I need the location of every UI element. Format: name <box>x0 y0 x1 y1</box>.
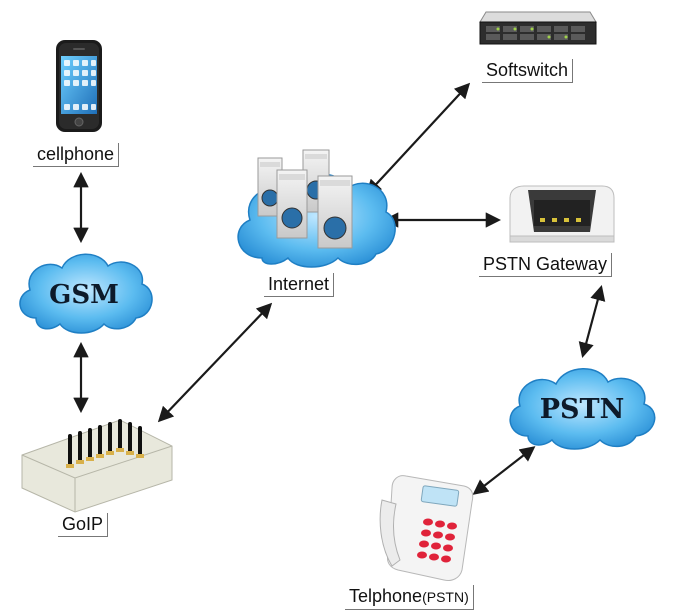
softswitch-label: Softswitch <box>482 59 574 83</box>
arrow-pstn-gateway-pstn <box>578 285 606 358</box>
cellphone-label: cellphone <box>33 143 120 167</box>
connections <box>73 82 606 495</box>
pstn-cloud-label: PSTN <box>540 394 625 425</box>
pstn-gateway-icon <box>509 185 615 243</box>
telephone-label: Telphone(PSTN) <box>345 585 474 610</box>
internet-servers-icon <box>257 149 353 249</box>
telephone-label-suffix: (PSTN) <box>422 589 469 605</box>
telephone-icon <box>379 475 474 581</box>
telephone-label-main: Telphone <box>349 586 423 606</box>
arrow-pstn-telephone <box>472 446 536 495</box>
gsm-cloud-label: GSM <box>49 280 119 310</box>
internet-label: Internet <box>264 273 335 297</box>
gsm-cloud-icon <box>19 253 153 334</box>
softswitch-server-icon <box>479 11 597 45</box>
cellphone-icon <box>56 40 102 132</box>
pstn-cloud-icon <box>509 368 656 450</box>
arrow-goip-internet <box>157 302 273 423</box>
arrow-internet-softswitch <box>365 82 471 196</box>
goip-label: GoIP <box>58 513 109 537</box>
goip-device-icon <box>21 419 173 513</box>
pstn-gateway-label: PSTN Gateway <box>479 253 613 277</box>
